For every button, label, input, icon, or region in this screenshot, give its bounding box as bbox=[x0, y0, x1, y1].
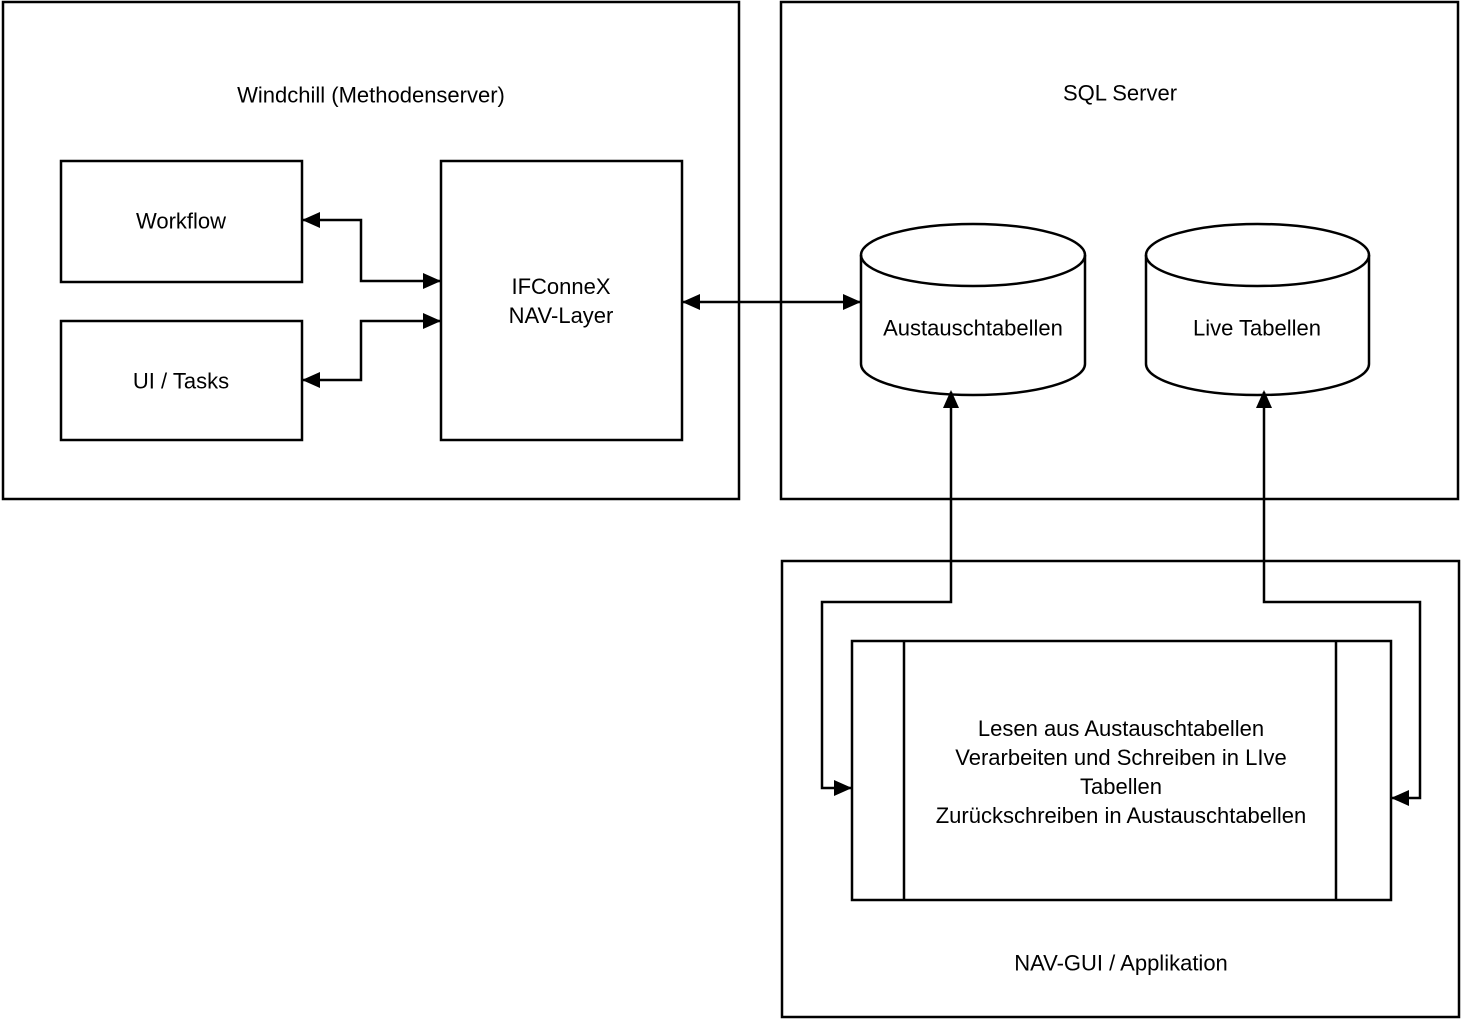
ui-tasks-box bbox=[59, 319, 304, 442]
sql-server-title: SQL Server bbox=[1062, 80, 1178, 106]
process-label: Lesen aus Austauschtabellen Verarbeiten … bbox=[936, 714, 1307, 830]
edge-process-austauschtabellen bbox=[820, 390, 959, 796]
nav-gui-title: NAV-GUI / Applikation bbox=[1014, 950, 1228, 976]
austauschtabellen-label: Austauschtabellen bbox=[883, 315, 1063, 341]
arrowhead-into-process-left bbox=[834, 780, 852, 796]
arrowhead-into-workflow bbox=[302, 212, 320, 228]
austauschtabellen-cylinder bbox=[859, 222, 1087, 397]
edge-uitasks-ifconnex bbox=[302, 313, 441, 388]
live-tabellen-cylinder bbox=[1144, 222, 1371, 397]
process-label-line1: Lesen aus Austauschtabellen bbox=[977, 716, 1265, 741]
process-box bbox=[850, 639, 1393, 902]
edge-process-livetabellen bbox=[1256, 390, 1422, 806]
edge-ifconnex-austauschtabellen bbox=[682, 294, 861, 310]
arrowhead-into-ifconnex-right bbox=[682, 294, 700, 310]
arrowhead-into-uitasks bbox=[302, 372, 320, 388]
arrowhead-into-ifconnex-upper bbox=[423, 273, 441, 289]
ifconnex-label-line1: IFConneX bbox=[511, 274, 611, 299]
ifconnex-label: IFConneX NAV-Layer bbox=[509, 272, 614, 330]
arrowhead-into-austauschtabellen-bottom bbox=[943, 390, 959, 408]
process-label-line2: Verarbeiten und Schreiben in LIve bbox=[955, 745, 1287, 770]
process-label-line3: Tabellen bbox=[1080, 774, 1162, 799]
ui-tasks-label: UI / Tasks bbox=[132, 368, 230, 394]
arrowhead-into-austauschtabellen-left bbox=[843, 294, 861, 310]
process-label-line4: Zurückschreiben in Austauschtabellen bbox=[935, 803, 1307, 828]
arrowhead-into-livetabellen-bottom bbox=[1256, 390, 1272, 408]
ifconnex-label-line2: NAV-Layer bbox=[508, 303, 614, 328]
live-tabellen-label: Live Tabellen bbox=[1192, 315, 1322, 341]
windchill-title: Windchill (Methodenserver) bbox=[237, 82, 505, 108]
edge-workflow-ifconnex bbox=[302, 212, 441, 289]
workflow-label: Workflow bbox=[135, 208, 227, 234]
workflow-box bbox=[59, 159, 304, 284]
arrowhead-into-ifconnex-lower bbox=[423, 313, 441, 329]
ifconnex-box bbox=[439, 159, 684, 442]
arrowhead-into-process-right bbox=[1391, 790, 1409, 806]
